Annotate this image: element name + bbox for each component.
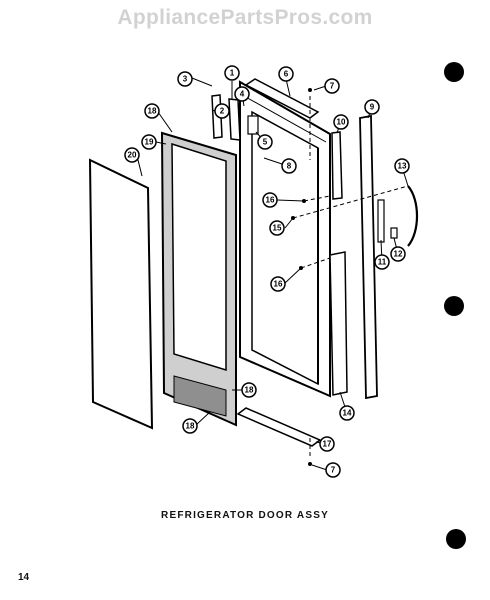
top-door-cap xyxy=(244,78,320,119)
svg-text:7: 7 xyxy=(331,466,336,475)
svg-text:2: 2 xyxy=(220,107,225,116)
callout-9: 9 xyxy=(364,99,380,115)
svg-text:10: 10 xyxy=(337,118,346,127)
svg-text:8: 8 xyxy=(287,162,292,171)
svg-text:16: 16 xyxy=(274,280,283,289)
page-number: 14 xyxy=(18,572,30,583)
callout-8: 8 xyxy=(281,158,297,174)
svg-text:12: 12 xyxy=(394,250,403,259)
screw-bottom xyxy=(308,462,312,466)
shelf-retainer-14 xyxy=(329,251,348,396)
svg-text:14: 14 xyxy=(343,409,352,418)
svg-text:9: 9 xyxy=(370,103,375,112)
callout-2: 2 xyxy=(214,103,230,119)
binder-hole-middle xyxy=(444,296,464,316)
callout-11: 11 xyxy=(374,254,390,270)
callout-1: 1 xyxy=(224,65,240,81)
svg-text:11: 11 xyxy=(378,258,387,267)
callout-4: 4 xyxy=(234,86,250,102)
callout-5: 5 xyxy=(257,134,273,150)
callout-16-lower: 16 xyxy=(270,276,286,292)
inner-door-liner xyxy=(239,80,331,398)
handle-bracket-12 xyxy=(390,227,398,239)
side-rail-9 xyxy=(359,114,378,400)
svg-text:18: 18 xyxy=(245,386,254,395)
strip-part-4 xyxy=(228,98,241,141)
svg-text:7: 7 xyxy=(330,82,335,91)
callout-14: 14 xyxy=(339,405,355,421)
svg-text:5: 5 xyxy=(263,138,268,147)
callout-10: 10 xyxy=(333,114,349,130)
binder-hole-bottom xyxy=(446,529,466,549)
binder-hole-top xyxy=(444,62,464,82)
shelf-retainer-10 xyxy=(331,131,343,200)
callout-12: 12 xyxy=(390,246,406,262)
callout-16-upper: 16 xyxy=(262,192,278,208)
svg-text:17: 17 xyxy=(323,440,332,449)
callout-7-top: 7 xyxy=(324,78,340,94)
svg-text:3: 3 xyxy=(183,75,188,84)
svg-text:6: 6 xyxy=(284,70,289,79)
svg-text:19: 19 xyxy=(145,138,154,147)
svg-text:4: 4 xyxy=(240,90,245,99)
callout-3: 3 xyxy=(177,71,193,87)
watermark: AppliancePartsPros.com xyxy=(117,6,373,29)
alignment-lines xyxy=(292,96,409,458)
svg-text:20: 20 xyxy=(128,151,137,160)
callout-7-bottom: 7 xyxy=(325,462,341,478)
callout-19: 19 xyxy=(141,134,157,150)
callout-18-bottom: 18 xyxy=(182,418,198,434)
callout-13: 13 xyxy=(394,158,410,174)
handle-bracket-11 xyxy=(377,199,385,243)
callout-17: 17 xyxy=(319,436,335,452)
callout-18-top: 18 xyxy=(144,103,160,119)
callout-15: 15 xyxy=(269,220,285,236)
outer-door-panel xyxy=(88,158,154,430)
svg-text:18: 18 xyxy=(148,107,157,116)
svg-text:18: 18 xyxy=(186,422,195,431)
svg-text:15: 15 xyxy=(273,224,282,233)
bracket-part-5 xyxy=(247,115,259,135)
diagram-caption: REFRIGERATOR DOOR ASSY xyxy=(161,510,329,521)
svg-text:13: 13 xyxy=(398,162,407,171)
svg-text:1: 1 xyxy=(230,69,235,78)
bottom-door-cap xyxy=(236,407,322,447)
screw-top xyxy=(308,88,312,92)
callout-18-right: 18 xyxy=(241,382,257,398)
callouts: 1 2 3 4 5 6 7 7 8 9 10 11 12 13 14 15 16… xyxy=(124,65,410,478)
door-handle xyxy=(407,185,418,247)
callout-6: 6 xyxy=(278,66,294,82)
svg-text:16: 16 xyxy=(266,196,275,205)
door-gasket xyxy=(160,131,237,427)
callout-20: 20 xyxy=(124,147,140,163)
